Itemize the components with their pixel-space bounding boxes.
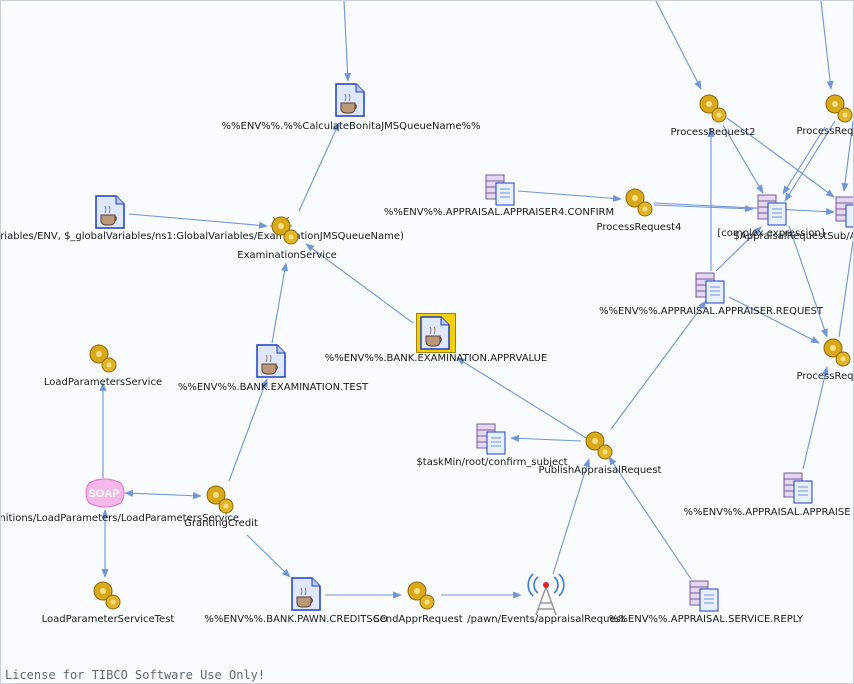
node-label-process-req-top: ProcessReq [796, 126, 854, 137]
jms-queue-icon[interactable] [688, 579, 720, 613]
edge-right-to-preq [841, 120, 853, 192]
java-doc-icon[interactable] [255, 344, 287, 378]
node-label-exam-service: ExaminationService [237, 250, 337, 261]
java-doc-selected-icon[interactable] [416, 313, 456, 353]
edge-publish-to-apprreq [610, 300, 707, 430]
process-gears-icon[interactable] [583, 428, 615, 462]
process-gears-icon[interactable] [87, 341, 119, 375]
edge-top-to-preq [820, 1, 834, 90]
node-label-publish-appraisal: PublishAppraisalRequest [538, 465, 662, 476]
node-label-bank-exam-test: %%ENV%%.BANK.EXAMINATION.TEST [177, 382, 369, 393]
node-label-load-param-test: LoadParameterServiceTest [41, 614, 175, 625]
edge-pr2-to-sub [726, 117, 835, 198]
edge-publish-to-taskmin [510, 434, 582, 442]
edge-apprreq-to-complex [715, 226, 762, 272]
jms-queue-icon[interactable] [756, 193, 788, 227]
node-label-soap-defs: efinitions/LoadParameters/LoadParameters… [0, 513, 240, 524]
node-label-process-request4: ProcessRequest4 [596, 222, 682, 233]
node-label-complex-expr: [complex expression] [717, 228, 825, 239]
edge-globalvars-to-exam [128, 213, 268, 229]
java-doc-icon[interactable] [334, 83, 366, 117]
edge-granting-to-pawncredit [246, 534, 291, 578]
node-label-appraiser4-confirm: %%ENV%%.APPRAISAL.APPRAISER4.CONFIRM [383, 207, 615, 218]
edge-pr4-to-sub [653, 202, 835, 216]
java-doc-icon[interactable] [290, 577, 322, 611]
node-label-bank-pawn-credit: %%ENV%%.BANK.PAWN.CREDITSCO [204, 614, 388, 625]
node-label-process-request2: ProcessRequest2 [670, 127, 756, 138]
node-label-task-min: $taskMin/root/confirm_subject [416, 457, 568, 468]
process-gears-icon[interactable] [405, 578, 437, 612]
edge-soap-granting [124, 489, 202, 500]
process-gears-icon[interactable] [269, 213, 301, 247]
process-gears-icon[interactable] [91, 578, 123, 612]
soap-icon[interactable]: SOAP [83, 477, 125, 509]
edge-pr2-to-complex [722, 124, 764, 194]
node-label-granting-credit: GrantingCredit [184, 518, 258, 529]
edge-events-to-publish [552, 458, 590, 575]
edge-preq-to-complex2 [784, 120, 836, 202]
antenna-icon[interactable] [526, 573, 566, 617]
java-doc-icon[interactable] [94, 195, 126, 229]
edge-publish-to-apprvalue [456, 357, 587, 439]
soap-icon-text: SOAP [88, 488, 119, 500]
license-footer: License for TIBCO Software Use Only! [5, 668, 266, 682]
edge-complex-to-preqmid [788, 225, 828, 338]
process-gears-icon[interactable] [204, 482, 236, 516]
edge-pr4-to-complex [653, 204, 754, 213]
edge-apprvalue-to-exam [305, 243, 414, 324]
jms-queue-icon[interactable] [475, 422, 507, 456]
node-label-appraisal-service-reply: %%ENV%%.APPRAISAL.SERVICE.REPLY [608, 614, 804, 625]
edge-reply-to-publish [608, 456, 692, 580]
process-gears-icon[interactable] [821, 335, 853, 369]
edge-bottom-to-preqmid [802, 366, 829, 470]
edge-top-to-pr2 [655, 1, 702, 90]
node-label-load-params-service: LoadParametersService [43, 377, 163, 388]
edge-preq-to-complex [782, 126, 826, 195]
node-label-send-appr: SendApprRequest [373, 614, 463, 625]
jms-queue-icon[interactable] [834, 195, 853, 229]
node-label-appraisal-request-sub: $AppraisalRequestSub/Acti [733, 231, 853, 242]
edge-exam-to-calc [298, 122, 340, 212]
node-label-appraise-bottom: %%ENV%%.APPRAISAL.APPRAISE [683, 507, 851, 518]
process-gears-icon[interactable] [623, 185, 655, 219]
edge-granting-to-banktest [228, 378, 268, 482]
node-label-appraiser-request: %%ENV%%.APPRAISAL.APPRAISER.REQUEST [598, 306, 824, 317]
process-gears-icon[interactable] [823, 91, 853, 125]
node-label-calc-bonita: %%ENV%%.%%CalculateBonitaJMSQueueName%% [221, 121, 481, 132]
edge-appraiser4-to-pr4 [517, 190, 622, 202]
edge-banktest-to-exam [271, 262, 289, 344]
jms-queue-icon[interactable] [694, 271, 726, 305]
node-label-pawn-events: /pawn/Events/appraisalRequest [467, 614, 625, 625]
edge-top-to-calc [343, 1, 352, 82]
jms-queue-icon[interactable] [782, 471, 814, 505]
node-label-bank-exam-apprvalue: %%ENV%%.BANK.EXAMINATION.APPRVALUE [324, 353, 548, 364]
jms-queue-icon[interactable] [484, 173, 516, 207]
edge-apprreq-to-preqmid [728, 296, 820, 344]
node-label-process-req-mid: ProcessReq [796, 371, 854, 382]
process-gears-icon[interactable] [697, 91, 729, 125]
edge-preqmid-to-right [838, 240, 853, 338]
node-label-global-vars: ariables/ENV, $_globalVariables/ns1:Glob… [0, 231, 404, 242]
